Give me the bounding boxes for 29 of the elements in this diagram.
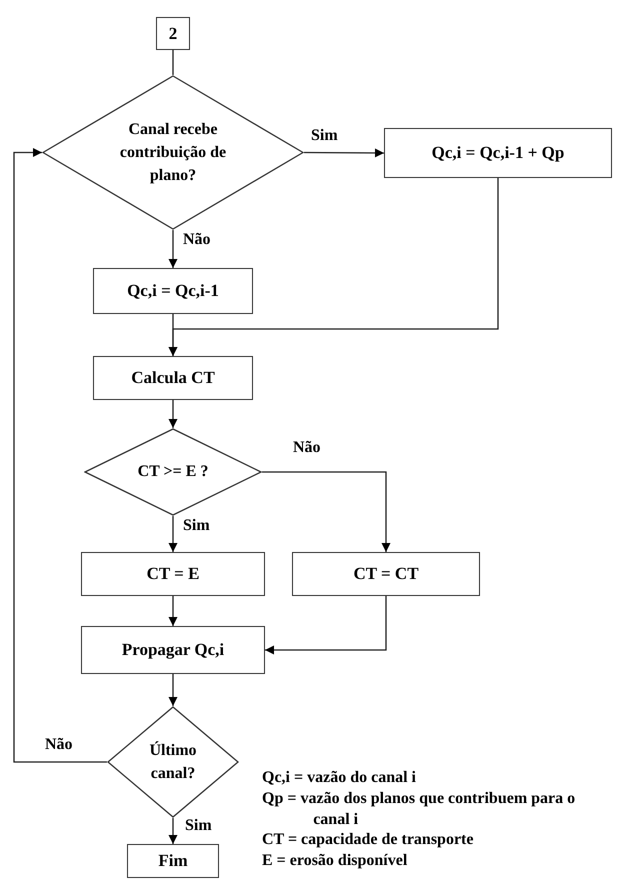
definition-text: E = erosão disponível: [262, 851, 408, 872]
process-box: Qc,i = Qc,i-1: [93, 268, 253, 314]
decision-text: CT >= E ?: [136, 462, 210, 482]
definition-text: CT = capacidade de transporte: [262, 830, 474, 850]
arrow: [168, 674, 178, 706]
decision-diamond: [107, 706, 239, 818]
arrow: [168, 230, 178, 268]
arrow: [265, 596, 387, 654]
decision-text: Último canal?: [148, 740, 198, 784]
arrow: [168, 596, 178, 626]
arrow: [13, 148, 107, 763]
arrow: [168, 178, 499, 356]
process-box: Propagar Qc,i: [81, 626, 265, 674]
process-box: Fim: [127, 844, 219, 878]
process-box: CT = CT: [292, 552, 480, 596]
decision-diamond: [42, 75, 304, 230]
arrow: [168, 516, 178, 552]
process-box: CT = E: [81, 552, 265, 596]
decision-text: Canal recebe contribuição de plano?: [118, 120, 228, 186]
arrow: [304, 148, 384, 158]
definition-text: Qp = vazão dos planos que contribuem para o canal i: [262, 788, 576, 830]
arrow: [262, 471, 390, 552]
definition-text: Qc,i = vazão do canal i: [262, 768, 417, 788]
arrow: [168, 400, 178, 428]
process-box: Qc,i = Qc,i-1 + Qp: [384, 128, 612, 178]
process-box: Calcula CT: [93, 356, 253, 400]
arrow: [168, 818, 178, 844]
decision-diamond: [84, 428, 262, 516]
process-box: 2: [156, 17, 190, 50]
